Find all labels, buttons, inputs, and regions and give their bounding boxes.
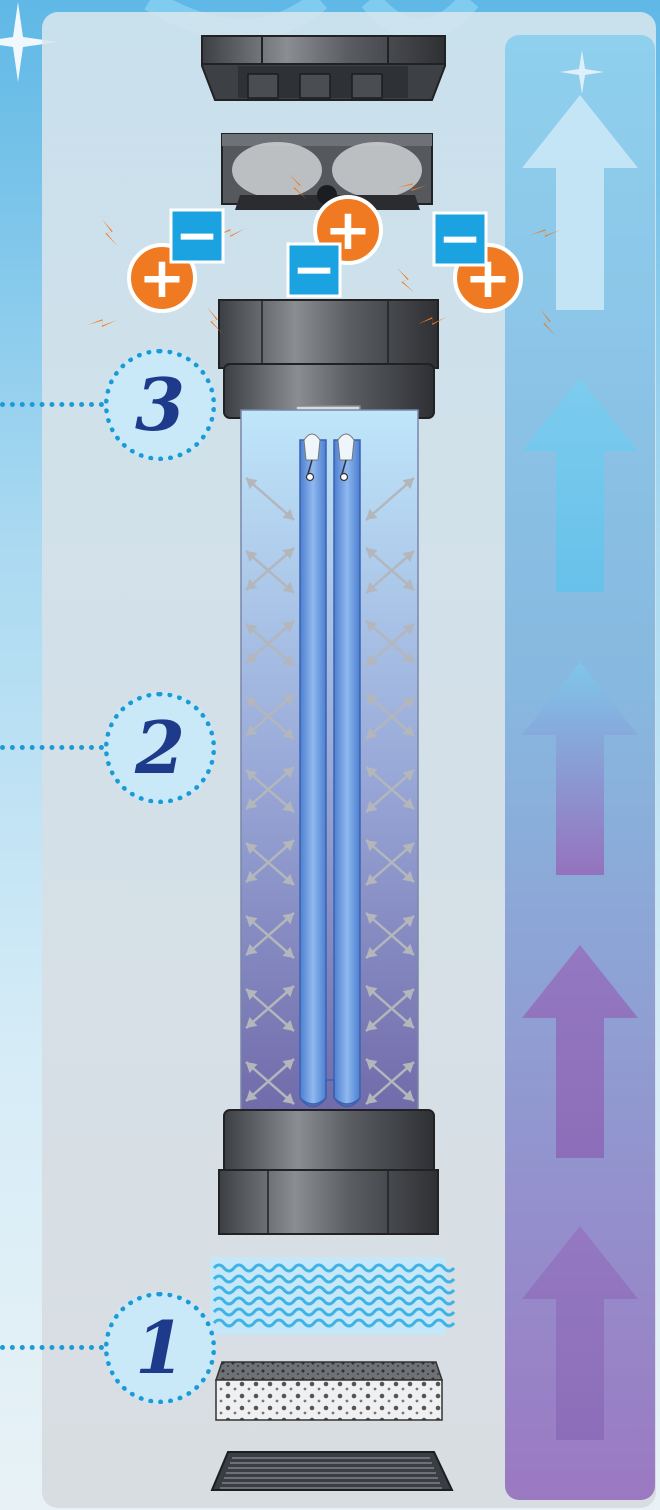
negative-ion-icon: − xyxy=(288,240,340,300)
top-vent-cap xyxy=(202,36,445,100)
svg-text:−: − xyxy=(292,240,336,300)
step-3-number: 3 xyxy=(135,369,185,441)
negative-ion-icon: − xyxy=(434,209,486,269)
step-3-badge: 3 xyxy=(104,349,216,461)
step-1-number: 1 xyxy=(135,1312,185,1384)
bottom-grille xyxy=(212,1452,452,1490)
step-2-number: 2 xyxy=(135,712,185,784)
carbon-filter xyxy=(216,1362,442,1420)
airflow-column xyxy=(505,35,655,1500)
wave-filter xyxy=(210,1257,454,1335)
uv-chamber xyxy=(241,410,418,1174)
step-2-leader xyxy=(0,745,104,750)
step-1-leader xyxy=(0,1345,104,1350)
negative-ion-icon: − xyxy=(171,206,223,266)
step-3-leader xyxy=(0,402,104,407)
step-2-badge: 2 xyxy=(104,692,216,804)
svg-text:−: − xyxy=(438,209,482,269)
svg-text:−: − xyxy=(175,206,219,266)
step-1-badge: 1 xyxy=(104,1292,216,1404)
base-housing xyxy=(219,1110,438,1234)
